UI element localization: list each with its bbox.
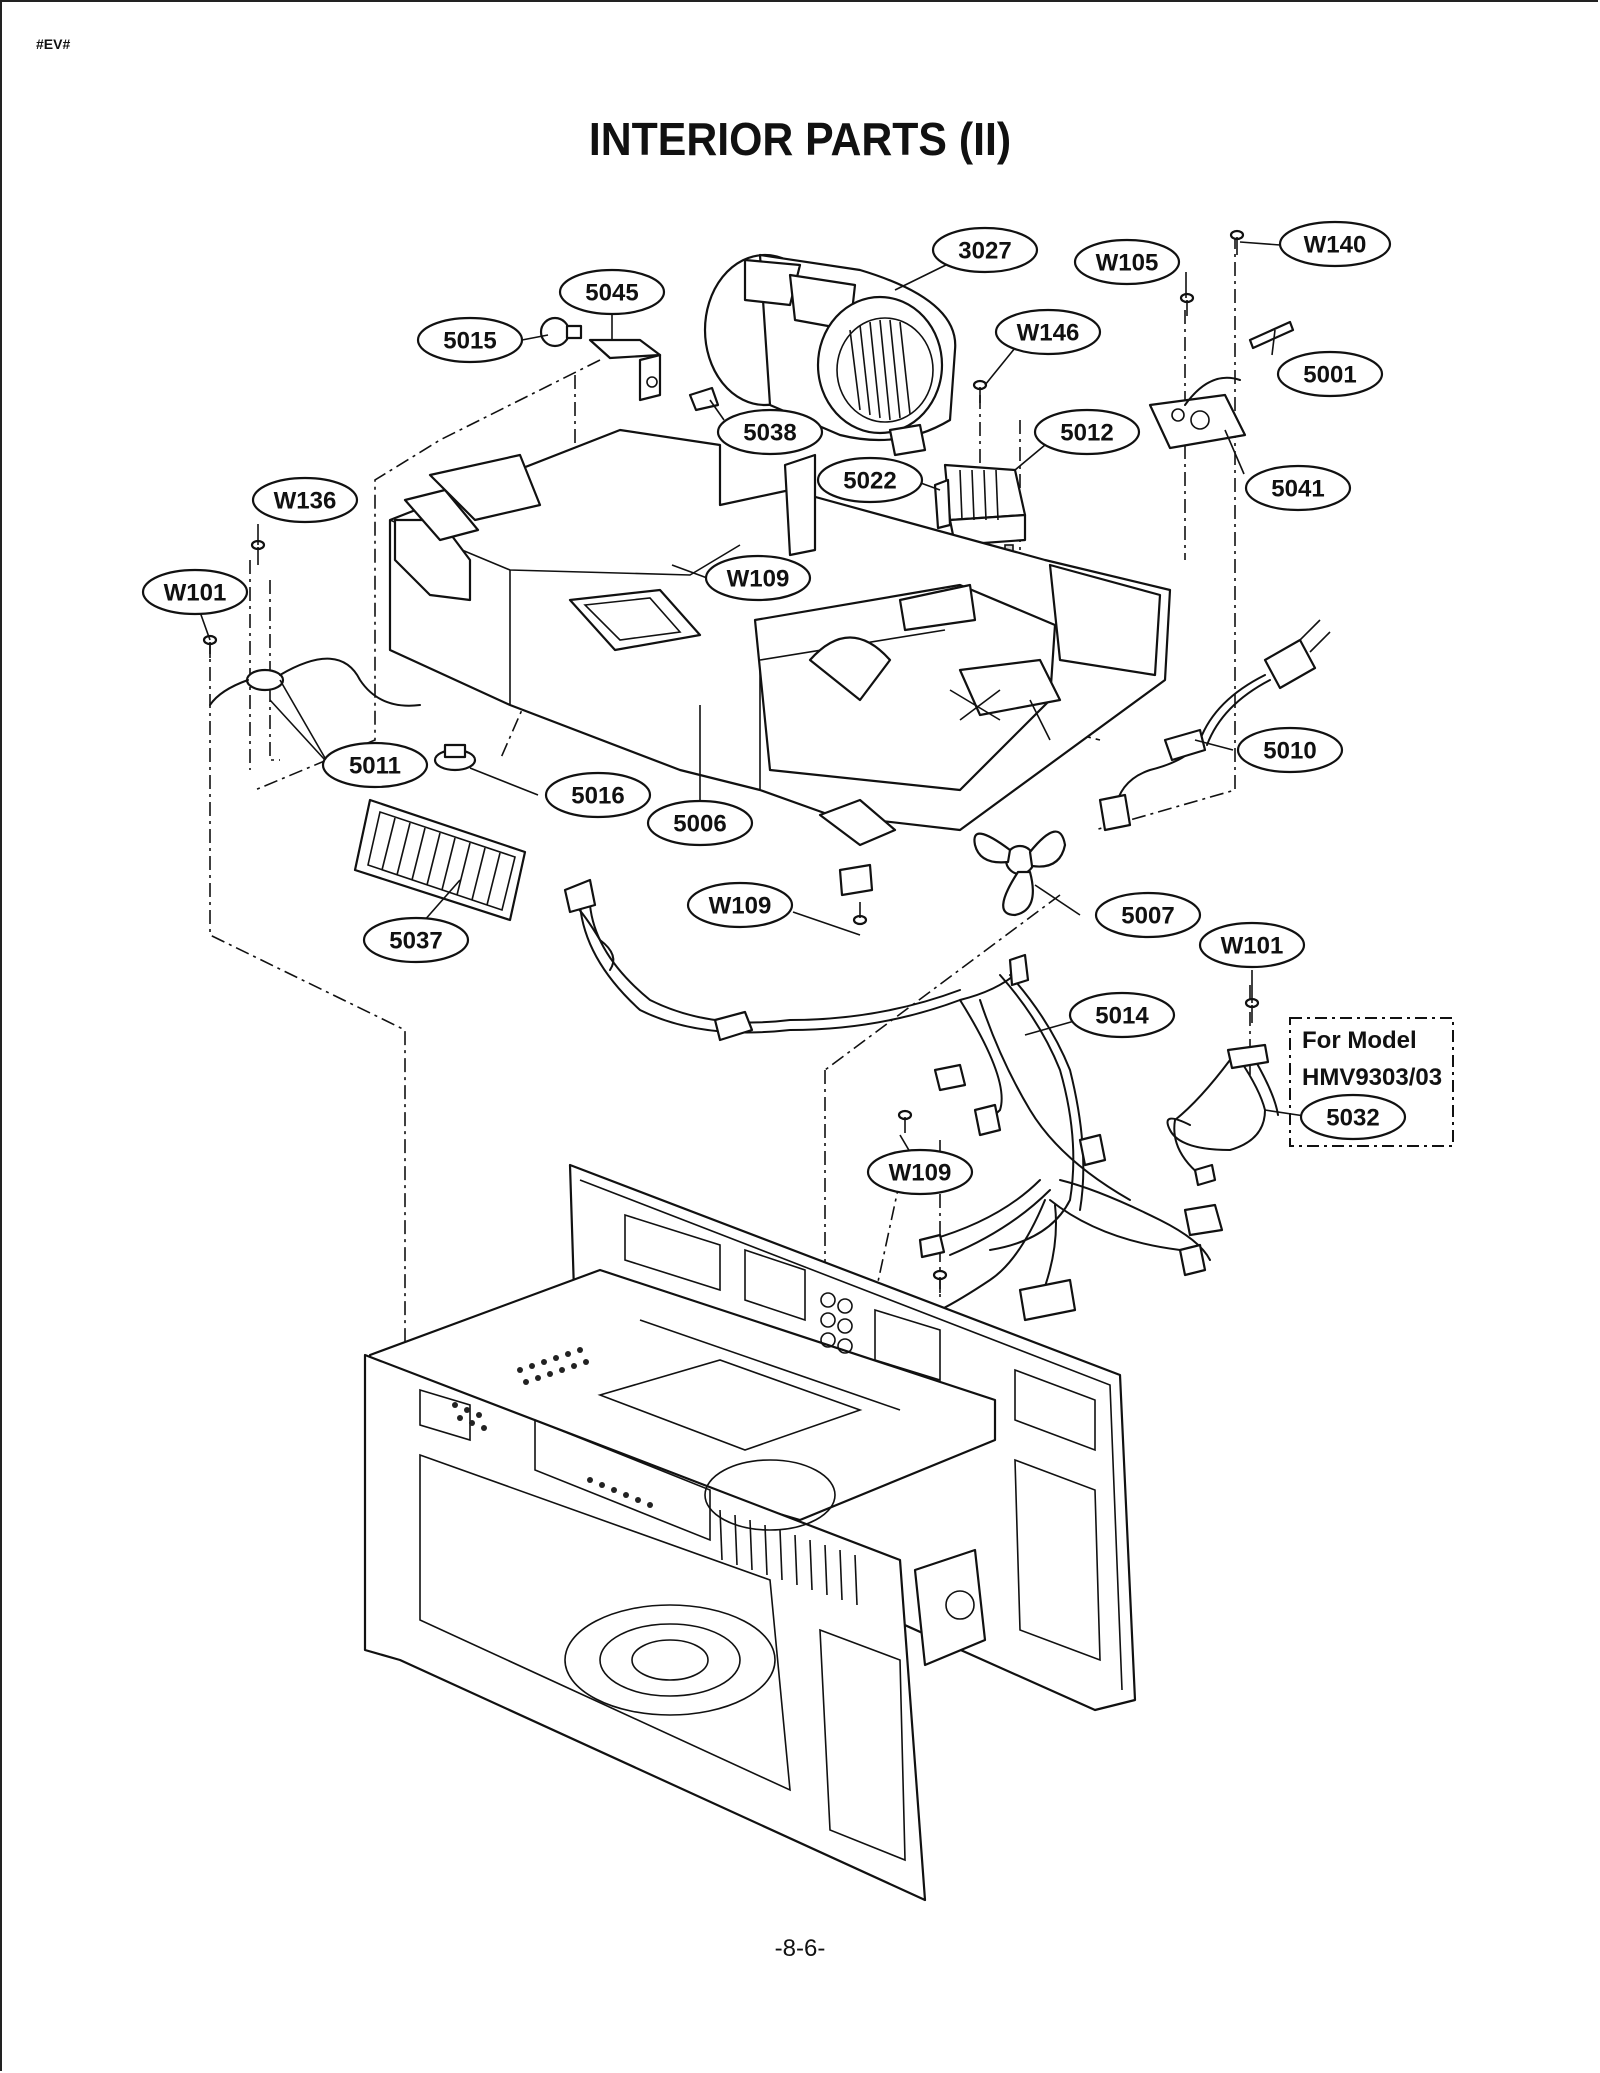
part-5016-thermostat — [433, 743, 477, 772]
callout-5015: 5015 — [416, 316, 524, 364]
callout-5022: 5022 — [816, 456, 924, 504]
model-note-box: For Model HMV9303/03 — [1289, 1017, 1454, 1147]
svg-text:5038: 5038 — [743, 420, 796, 447]
callout-5006: 5006 — [646, 799, 754, 847]
callout-5038: 5038 — [716, 408, 824, 456]
part-5011-thermal-cutout — [209, 657, 421, 707]
svg-text:5045: 5045 — [585, 280, 638, 307]
svg-text:5014: 5014 — [1095, 1003, 1149, 1030]
callout-w109-b: W109 — [686, 881, 794, 929]
part-oven-cavity-chassis — [363, 1163, 1137, 1902]
part-5006-base-plate — [388, 428, 1172, 847]
part-5038-connector — [688, 386, 720, 412]
part-5037-grease-filter — [353, 798, 527, 922]
part-5045-lamp-socket — [588, 338, 662, 402]
part-5032-wire-harness — [1166, 1043, 1279, 1187]
callout-w136: W136 — [251, 476, 359, 524]
callout-w101-b: W101 — [1198, 921, 1306, 969]
callout-w109-c: W109 — [866, 1148, 974, 1196]
svg-text:5010: 5010 — [1263, 738, 1316, 765]
svg-text:5006: 5006 — [673, 811, 726, 838]
callout-5032: 5032 — [1299, 1093, 1407, 1141]
svg-text:5022: 5022 — [843, 468, 896, 495]
page-number: -8-6- — [774, 1935, 826, 1962]
callout-5007: 5007 — [1094, 891, 1202, 939]
svg-text:W101: W101 — [164, 580, 227, 607]
svg-text:W140: W140 — [1304, 232, 1367, 259]
part-5007-fan-blade — [973, 830, 1067, 917]
svg-text:5012: 5012 — [1060, 420, 1113, 447]
callout-5011: 5011 — [321, 741, 429, 789]
part-3027-blower-fan — [703, 253, 957, 457]
svg-text:W101: W101 — [1221, 933, 1284, 960]
callout-5041: 5041 — [1244, 464, 1352, 512]
part-5010-power-cord — [1098, 619, 1331, 832]
svg-text:W105: W105 — [1096, 250, 1159, 277]
svg-text:W109: W109 — [889, 1160, 952, 1187]
part-5014-wire-harness — [563, 878, 1224, 1322]
model-note-line2: HMV9303/03 — [1302, 1064, 1442, 1091]
page-title: INTERIOR PARTS (II) — [588, 113, 1012, 165]
callout-ovals: 3027 W105 W140 5045 5015 W146 5001 5038 … — [141, 220, 1407, 1196]
callout-w105: W105 — [1073, 238, 1181, 286]
part-5001-fuse — [1248, 320, 1295, 350]
callout-5012: 5012 — [1033, 408, 1141, 456]
callout-5014: 5014 — [1068, 991, 1176, 1039]
callout-5016: 5016 — [544, 771, 652, 819]
svg-text:5007: 5007 — [1121, 903, 1174, 930]
callout-5037: 5037 — [362, 916, 470, 964]
callout-w140: W140 — [1278, 220, 1392, 268]
svg-text:5041: 5041 — [1271, 476, 1324, 503]
callout-5045: 5045 — [558, 268, 666, 316]
svg-text:5011: 5011 — [349, 753, 401, 780]
svg-text:5032: 5032 — [1326, 1105, 1379, 1132]
svg-text:5001: 5001 — [1303, 362, 1356, 389]
callout-w109-a: W109 — [704, 554, 812, 602]
callout-w146: W146 — [994, 308, 1102, 356]
svg-text:W109: W109 — [727, 566, 790, 593]
callout-w101-a: W101 — [141, 568, 249, 616]
part-w109-clip — [838, 863, 874, 897]
part-5041-circuit-board — [1148, 376, 1247, 450]
svg-text:W109: W109 — [709, 893, 772, 920]
callout-5010: 5010 — [1236, 726, 1344, 774]
callout-3027: 3027 — [931, 226, 1039, 274]
svg-text:W136: W136 — [274, 488, 337, 515]
model-note-line1: For Model — [1302, 1027, 1417, 1054]
callout-5001: 5001 — [1276, 350, 1384, 398]
part-5015-lamp — [539, 316, 583, 348]
document-code: #EV# — [36, 36, 71, 52]
part-5022-motor-bracket — [933, 478, 952, 530]
svg-text:5037: 5037 — [389, 928, 442, 955]
svg-text:5015: 5015 — [443, 328, 496, 355]
svg-text:5016: 5016 — [571, 783, 624, 810]
svg-text:3027: 3027 — [958, 238, 1011, 265]
svg-text:W146: W146 — [1017, 320, 1080, 347]
